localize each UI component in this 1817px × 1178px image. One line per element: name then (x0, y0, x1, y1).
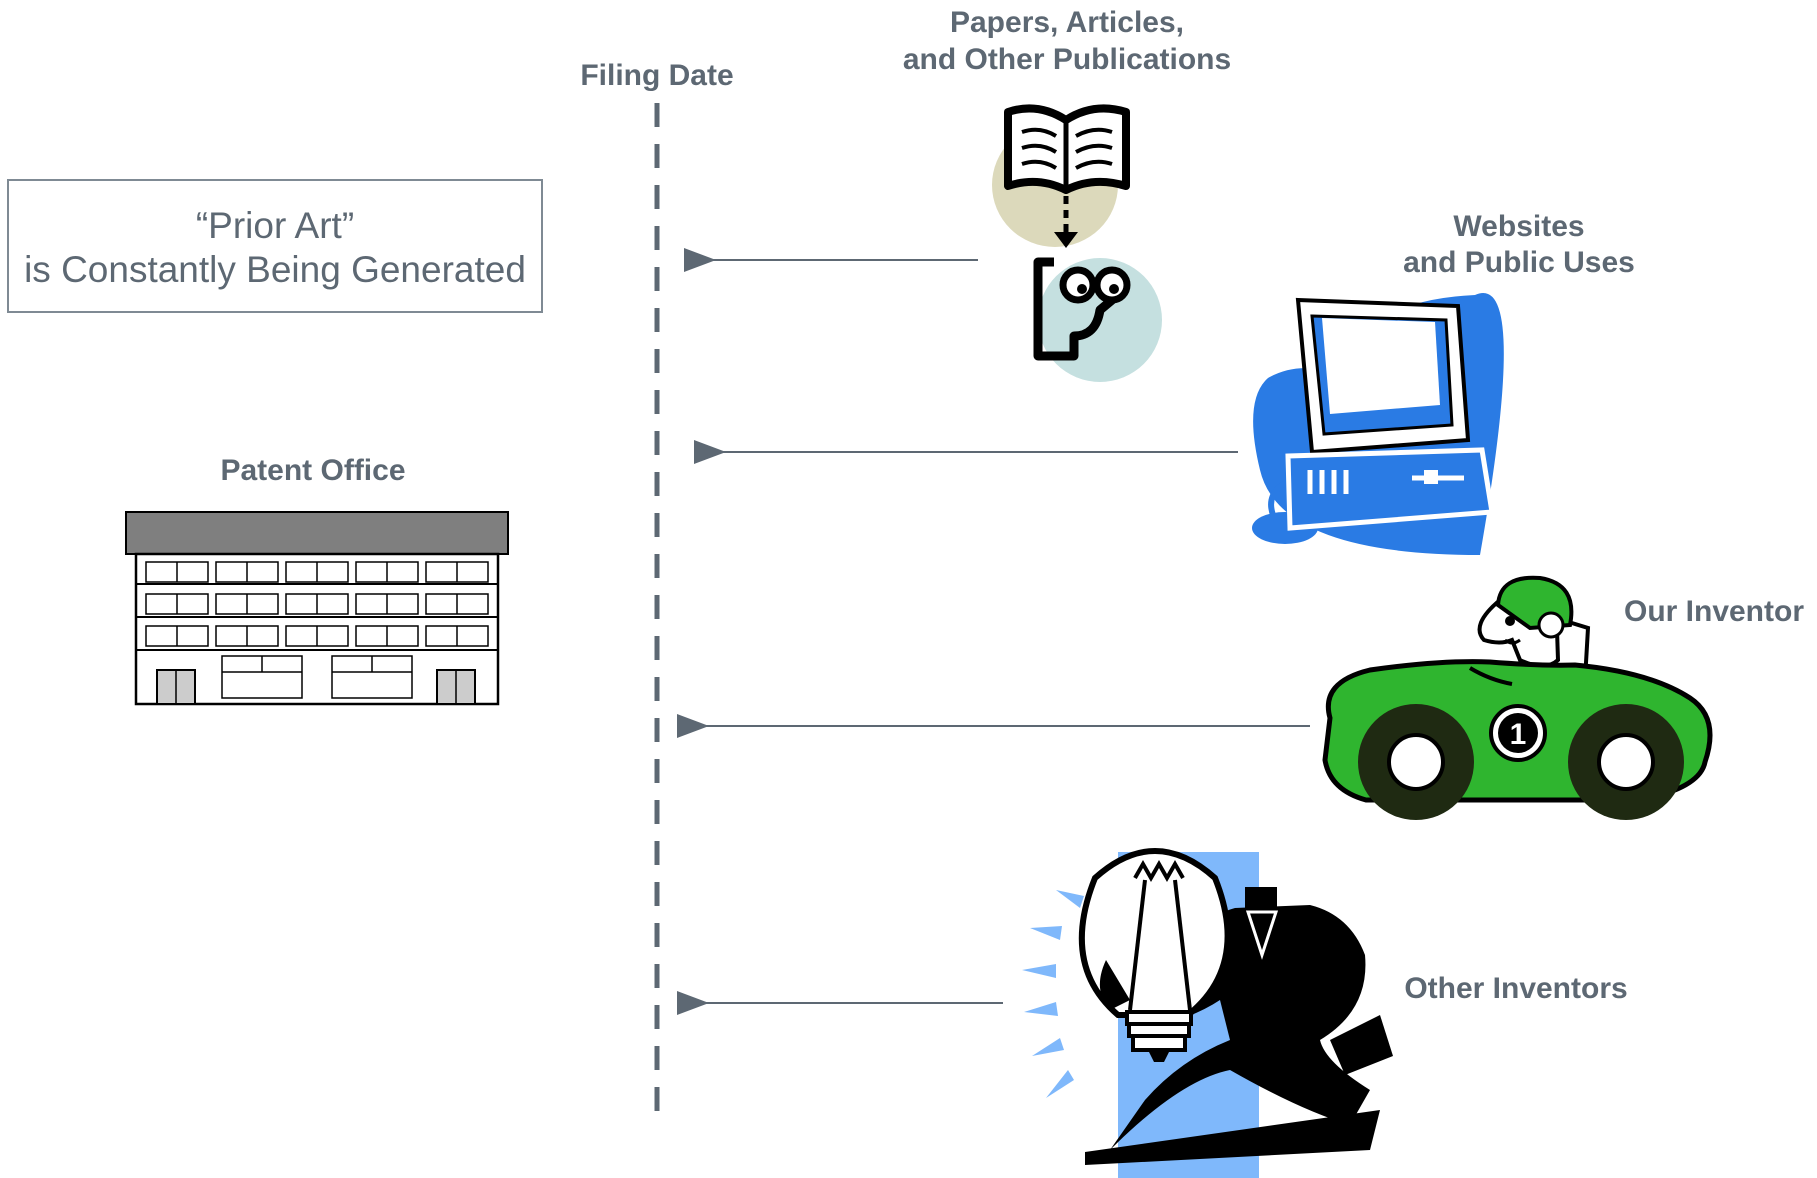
computer-icon (1252, 292, 1504, 555)
prior-art-box: “Prior Art” is Constantly Being Generate… (7, 179, 543, 313)
car-number-glyph: 1 (1510, 718, 1527, 751)
websites-label-line2: and Public Uses (1403, 246, 1635, 279)
prior-art-subtitle: is Constantly Being Generated (24, 249, 526, 290)
building-icon (125, 511, 509, 706)
lightbulb-businessman-icon (1022, 848, 1393, 1178)
our-inventor-label: Our Inventor (1624, 595, 1804, 628)
filing-date-label: Filing Date (580, 59, 733, 92)
book-reader-icon (992, 104, 1162, 382)
publications-label-line1: Papers, Articles, (950, 6, 1184, 39)
other-inventors-label: Other Inventors (1404, 972, 1627, 1005)
patent-office-label: Patent Office (220, 454, 405, 487)
race-car-icon: 1 (1322, 575, 1713, 820)
websites-label-line1: Websites (1453, 210, 1584, 243)
publications-label-line2: and Other Publications (903, 43, 1231, 76)
prior-art-title: “Prior Art” (196, 205, 354, 246)
